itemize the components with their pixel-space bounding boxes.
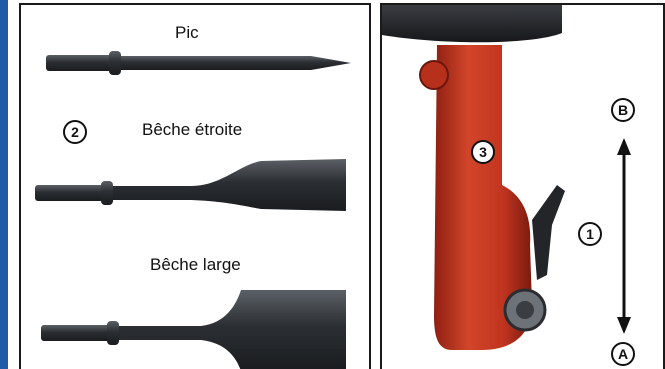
direction-arrow (617, 138, 631, 334)
hammer-panel: 3 1 B A (380, 3, 665, 369)
callout-1: 1 (578, 222, 602, 246)
callout-a: A (611, 342, 635, 366)
latch-lever (532, 185, 565, 280)
callout-b: B (611, 98, 635, 122)
bits-panel: Pic Bêche étroite Bêche large 2 (19, 3, 371, 369)
hammer-housing (382, 5, 562, 42)
bits-illustration (21, 5, 371, 369)
beche-large-bit (41, 290, 346, 369)
beche-etroite-bit (35, 159, 346, 211)
pic-bit (46, 51, 351, 75)
page-edge-rule (0, 0, 8, 369)
retainer-bolt (505, 290, 545, 330)
hammer-illustration (382, 5, 665, 369)
callout-3: 3 (471, 140, 495, 164)
